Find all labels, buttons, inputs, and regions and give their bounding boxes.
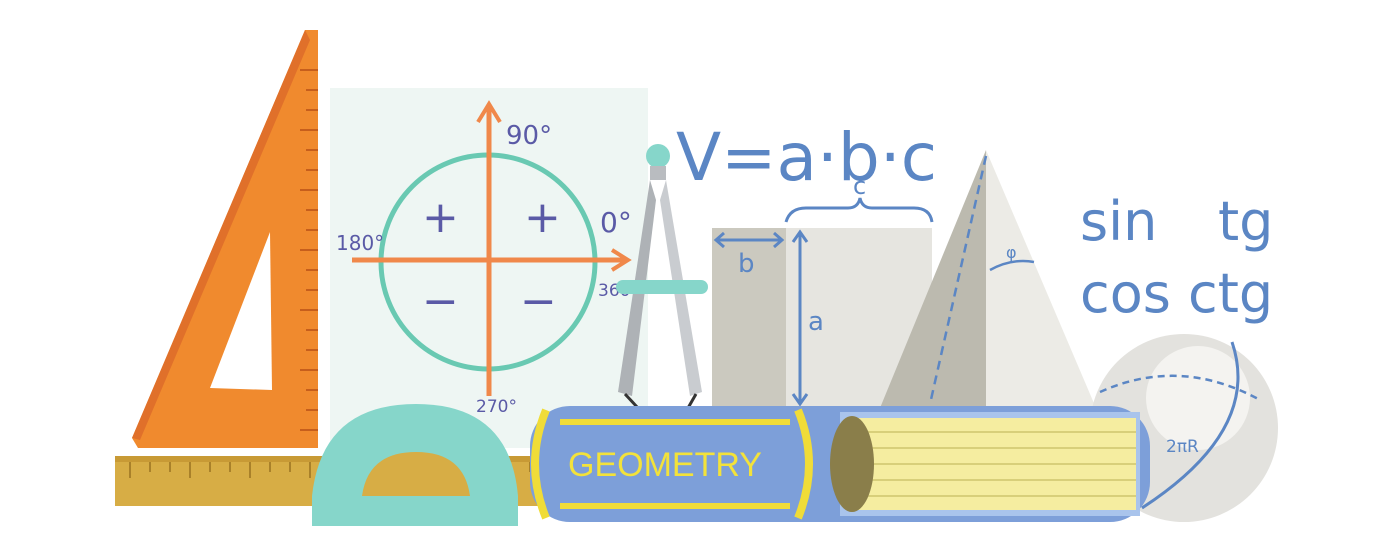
angle-0-label: 0° — [600, 206, 632, 239]
sin-label: sin — [1080, 190, 1157, 253]
dim-b-label: b — [738, 249, 755, 279]
quadrant-1-sign: + — [524, 192, 561, 243]
set-square — [132, 30, 318, 448]
ctg-label: ctg — [1188, 262, 1273, 325]
drawing-compass — [616, 144, 708, 410]
cos-label: cos — [1080, 262, 1171, 325]
pyramid: φ — [880, 150, 1096, 408]
angle-270-label: 270° — [476, 397, 517, 417]
unit-circle-sheet: 90° 0° 180° 270° 360° + + − − — [330, 88, 648, 448]
dim-c-label: c — [853, 172, 866, 200]
geometry-book: GEOMETRY — [530, 406, 1150, 522]
tg-label: tg — [1218, 190, 1273, 253]
dim-a-label: a — [808, 307, 824, 337]
quadrant-2-sign: + — [422, 192, 459, 243]
angle-180-label: 180° — [336, 231, 384, 255]
angle-90-label: 90° — [506, 121, 552, 151]
protractor — [312, 404, 518, 526]
phi-label: φ — [1006, 243, 1017, 262]
quadrant-4-sign: − — [520, 276, 557, 327]
volume-formula: V=a·b·c — [676, 119, 937, 196]
quadrant-3-sign: − — [422, 276, 459, 327]
sphere-2piR-label: 2πR — [1166, 437, 1199, 457]
book-title: GEOMETRY — [568, 446, 762, 484]
